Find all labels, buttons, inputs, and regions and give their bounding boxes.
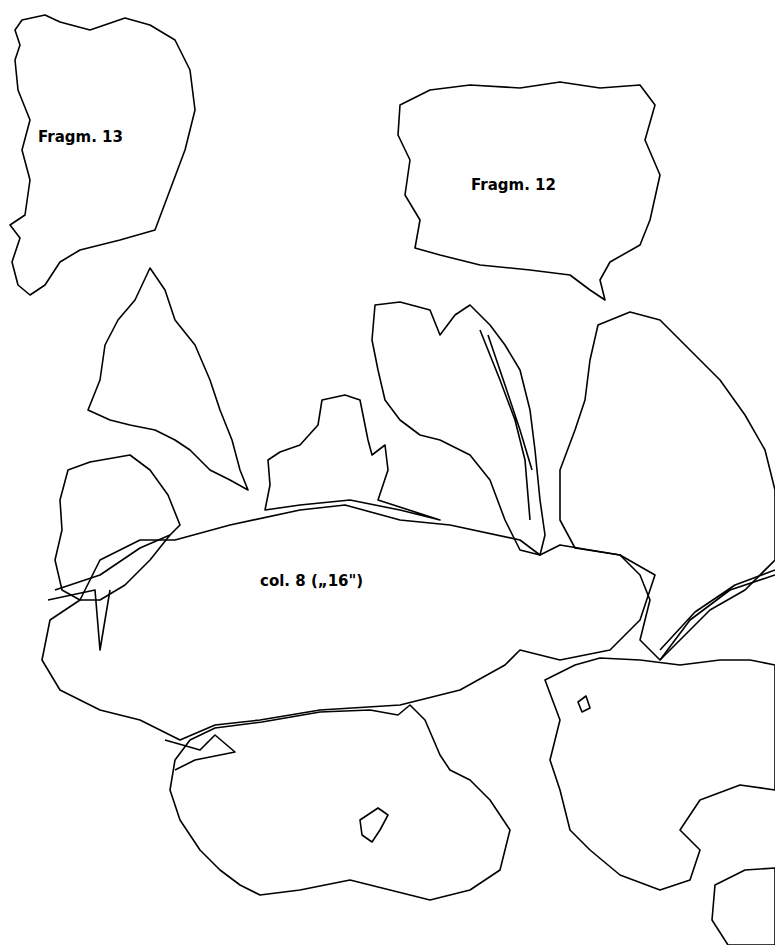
fragment-edge xyxy=(42,505,655,740)
fragment-edge xyxy=(10,15,195,295)
fragment-hole xyxy=(360,808,388,842)
fragment-crack xyxy=(55,535,170,590)
fragment-outline xyxy=(545,658,775,890)
fragment-outline xyxy=(8,12,200,300)
fragment-outline xyxy=(265,395,440,520)
fragment-outline xyxy=(88,268,248,490)
fragment-crack xyxy=(660,570,775,660)
fragment-crack xyxy=(480,330,532,520)
fragment-outline xyxy=(55,455,180,600)
fragment-outline xyxy=(170,705,510,900)
fragment-hole xyxy=(578,696,590,712)
fragment-outline xyxy=(560,312,775,660)
fragment-label: Fragm. 12 xyxy=(471,176,556,194)
fragment-outline xyxy=(40,500,660,745)
fragment-label: Fragm. 13 xyxy=(38,128,123,146)
fragment-crack xyxy=(165,735,235,770)
fragment-crack xyxy=(48,590,110,650)
fragment-outline xyxy=(712,868,775,945)
fragment-shape: col. 8 („16") xyxy=(40,500,660,745)
fragment-edge xyxy=(398,82,660,300)
fragment-label: col. 8 („16") xyxy=(260,572,363,590)
fragment-shape: Fragm. 13 xyxy=(8,12,200,300)
fragment-outline xyxy=(372,302,545,555)
fragment-shape: Fragm. 12 xyxy=(395,80,665,302)
